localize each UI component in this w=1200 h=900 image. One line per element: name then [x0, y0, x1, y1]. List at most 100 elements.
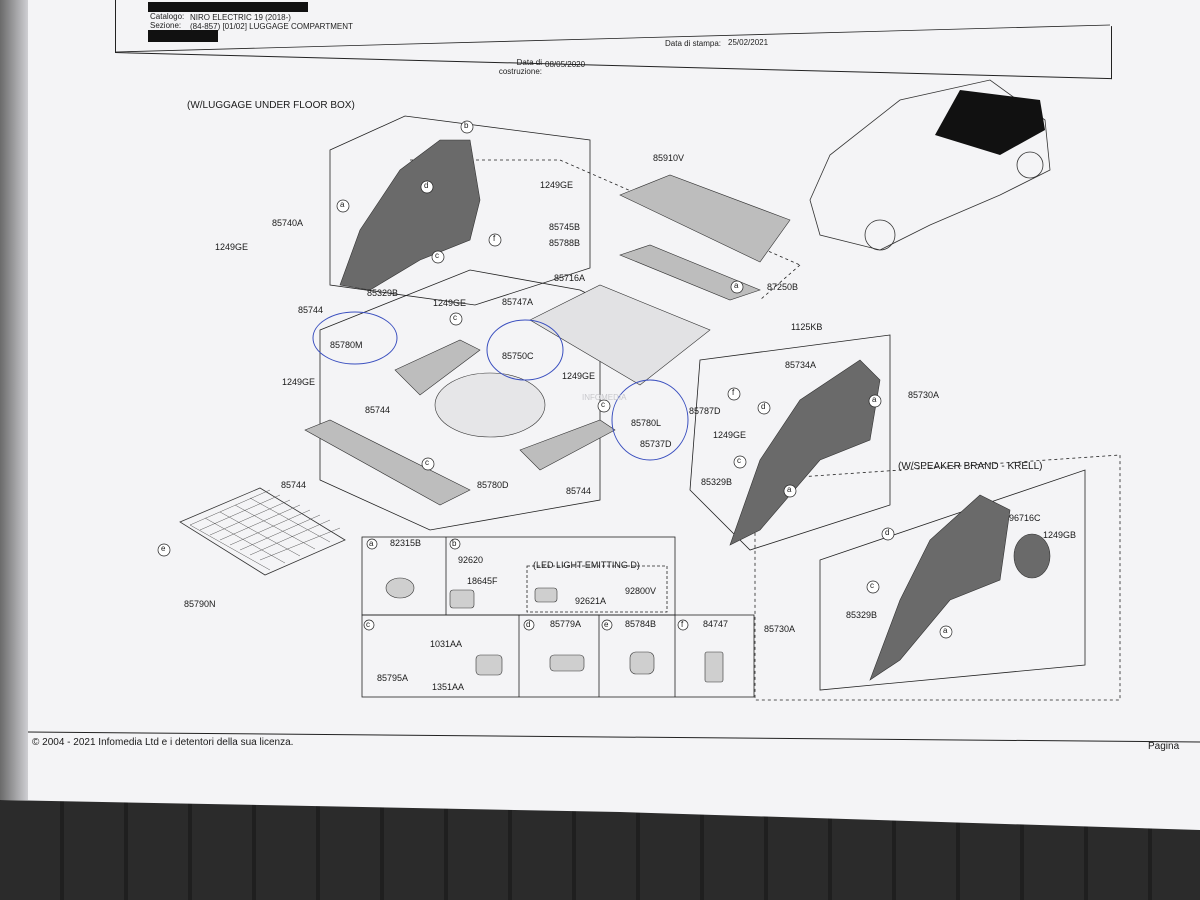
part-label: 85787D	[689, 406, 721, 416]
callout-letter: a	[943, 626, 948, 635]
catalog-value: NIRO ELECTRIC 19 (2018-)	[190, 13, 291, 22]
part-label: 85750C	[502, 351, 534, 361]
underfloor-box	[434, 372, 546, 438]
part-label: 85744	[566, 486, 592, 496]
part-84747-img	[704, 651, 724, 683]
part-label: 85716A	[554, 273, 586, 283]
part-label: 85329B	[701, 477, 733, 487]
led-title: (LED LIGHT EMITTING D)	[533, 560, 640, 570]
part-label: 96716C	[1009, 513, 1041, 523]
page-label: Pagina	[1148, 741, 1180, 752]
part-label: 1249GE	[713, 430, 747, 440]
legend-b1-code: 92620	[458, 555, 484, 565]
callout-letter: a	[340, 200, 345, 209]
legend-a-code: 82315B	[390, 538, 422, 548]
callout-letter: d	[761, 402, 766, 411]
callout-letter: c	[453, 313, 457, 322]
trunk-side-trim-left	[339, 139, 481, 291]
pen-annotations	[312, 311, 689, 461]
callout-letter: d	[424, 181, 429, 190]
redaction-bar	[148, 2, 308, 12]
callout-letter: e	[604, 620, 609, 629]
trunk-highlight	[935, 90, 1045, 155]
part-led-img	[534, 587, 558, 603]
callout-letter: c	[435, 251, 439, 260]
copyright-text: © 2004 - 2021 Infomedia Ltd e i detentor…	[32, 737, 294, 748]
callout-letter: e	[161, 544, 166, 553]
part-label: 1249GE	[215, 242, 249, 252]
part-label: 1125KB	[791, 322, 823, 332]
part-label: 85780L	[631, 418, 662, 428]
callout-letter: a	[734, 281, 739, 290]
part-label: 85329B	[367, 288, 399, 298]
part-label: 85329B	[846, 610, 878, 620]
catalog-label: Catalogo:	[150, 12, 185, 21]
part-label: 85788B	[549, 238, 581, 248]
callout-letter: c	[425, 458, 429, 467]
legend-led1-code: 92800V	[625, 586, 657, 596]
part-label: 85744	[298, 305, 324, 315]
part-label: 85740A	[272, 218, 304, 228]
part-85795A-img	[475, 654, 503, 676]
callout-letter: f	[732, 388, 735, 397]
callout-letter: d	[526, 620, 531, 629]
legend-f-code: 84747	[703, 619, 729, 629]
trunk-side-trim-krell	[869, 494, 1011, 681]
tonneau-cover	[619, 174, 791, 263]
paper-edge-shadow	[0, 0, 28, 800]
part-label: 1249GE	[282, 377, 316, 387]
part-85779A-img	[549, 654, 585, 672]
part-label: 85737D	[640, 439, 672, 449]
part-label: 85910V	[653, 153, 685, 163]
print-date-label: Data di stampa:	[665, 39, 722, 48]
callout-letter: b	[452, 539, 457, 548]
luggage-board	[529, 284, 711, 386]
callout-letter: c	[870, 581, 874, 590]
part-82315B-img	[385, 577, 415, 599]
part-label: 85747A	[502, 297, 534, 307]
callout-letter: a	[787, 485, 792, 494]
build-date-value: 08/05/2020	[545, 60, 586, 69]
callout-letter: b	[464, 121, 469, 130]
rear-transverse-trim	[304, 419, 471, 506]
print-date-value: 25/02/2021	[728, 38, 769, 47]
part-label: 1249GE	[433, 298, 467, 308]
section-title: (W/LUGGAGE UNDER FLOOR BOX)	[187, 100, 355, 111]
section-value: (84-857) [01/02] LUGGAGE COMPARTMENT	[190, 22, 353, 31]
part-label: 87250B	[767, 282, 799, 292]
legend-c3-code: 1351AA	[432, 682, 465, 692]
part-92620-img	[449, 589, 475, 609]
part-label: 85744	[281, 480, 307, 490]
part-label: 85734A	[785, 360, 817, 370]
callout-letter: d	[885, 528, 890, 537]
part-label: 85744	[365, 405, 391, 415]
legend-c2-code: 85795A	[377, 673, 409, 683]
callout-letter: a	[872, 395, 877, 404]
side-tray-left	[394, 339, 481, 396]
redaction-bar	[148, 30, 218, 42]
callout-letter: c	[737, 456, 741, 465]
trunk-side-trim-right	[729, 359, 881, 546]
part-label: 85780M	[330, 340, 363, 350]
part-label: 1249GB	[1043, 530, 1077, 540]
cargo-net-mesh	[189, 489, 341, 571]
callout-letter: a	[369, 539, 374, 548]
part-label: 85790N	[184, 599, 216, 609]
side-tray-right	[519, 419, 616, 471]
callout-letter: f	[493, 234, 496, 243]
part-label: 85730A	[908, 390, 940, 400]
legend-c1-code: 1031AA	[430, 639, 463, 649]
section-label: Sezione:	[150, 21, 182, 30]
callout-letter: c	[366, 620, 370, 629]
sill-trim	[619, 244, 761, 301]
speaker-title: (W/SPEAKER BRAND - KRELL)	[898, 461, 1043, 472]
part-label: 85745B	[549, 222, 581, 232]
parts-diagram	[27, 24, 1200, 743]
legend-e-code: 85784B	[625, 619, 657, 629]
part-85784B-img	[629, 651, 655, 675]
speaker-grille	[1013, 533, 1051, 579]
callout-letter: f	[681, 620, 684, 629]
legend-d-code: 85779A	[550, 619, 582, 629]
part-label: 1249GE	[540, 180, 574, 190]
car-outline-icon	[809, 79, 1051, 251]
